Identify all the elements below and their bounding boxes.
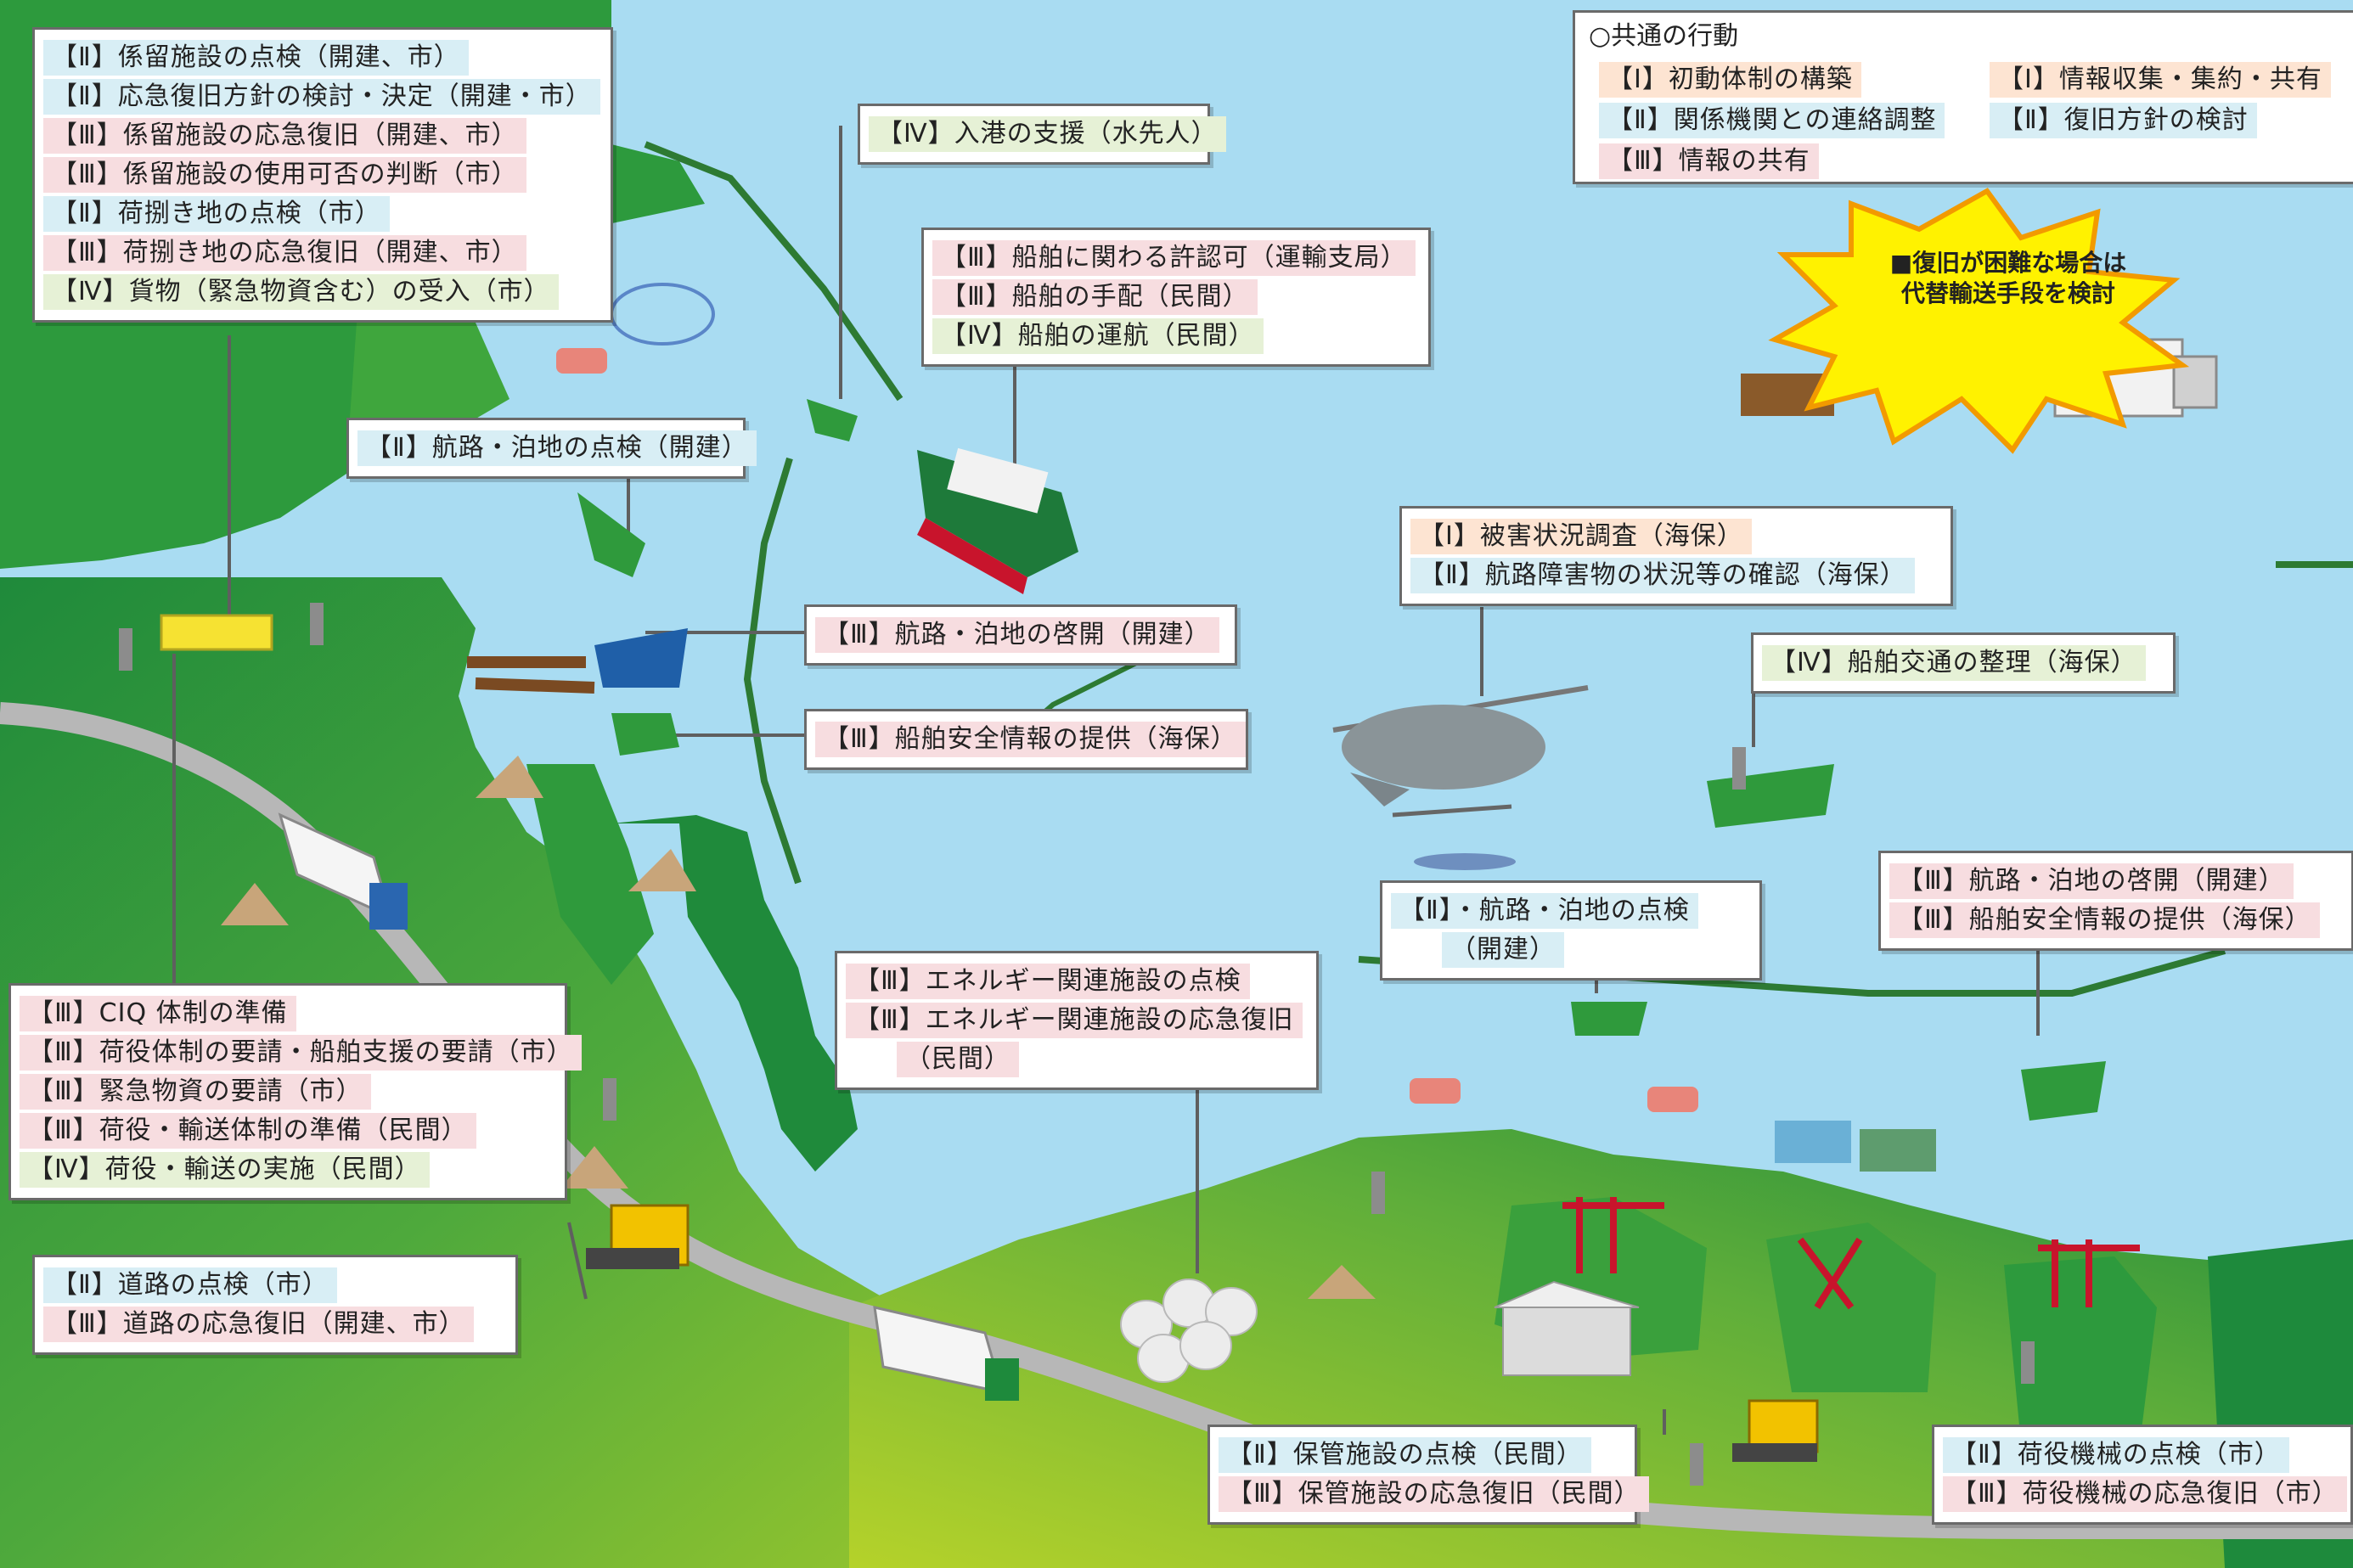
task-label: 【Ⅲ】荷役・輸送体制の準備（民間） [20,1113,476,1149]
warehouse [1494,1280,1640,1376]
task-label: 【Ⅲ】係留施設の使用可否の判断（市） [43,157,526,193]
task-label: 【Ⅲ】船舶安全情報の提供（海保） [1889,902,2320,938]
driftwood-logs [467,656,595,694]
task-label: 【Ⅰ】被害状況調査（海保） [1410,519,1752,554]
mooring-facilities-box: 【Ⅱ】係留施設の点検（開建、市） 【Ⅱ】応急復旧方針の検討・決定（開建・市） 【… [32,27,613,323]
task-label: （民間） [897,1042,1019,1077]
bulldozer-left [586,1204,690,1269]
task-label: 【Ⅱ】航路障害物の状況等の確認（海保） [1410,558,1915,593]
road-inspection-box: 【Ⅱ】道路の点検（市） 【Ⅲ】道路の応急復旧（開建、市） [32,1255,518,1355]
legend-item: 【Ⅲ】情報の共有 [1599,143,1819,179]
workers [119,603,2035,1486]
task-label: 【Ⅱ】航路・泊地の点検（開建） [357,430,757,466]
task-label: 【Ⅳ】入港の支援（水先人） [869,116,1226,152]
ship-safety-info-box: 【Ⅲ】船舶安全情報の提供（海保） [804,709,1248,770]
task-label: 【Ⅲ】船舶の手配（民間） [932,279,1258,315]
task-label: 【Ⅱ】荷役機械の点検（市） [1943,1437,2289,1473]
task-label: 【Ⅲ】緊急物資の要請（市） [20,1074,371,1110]
containers-floating-2 [1860,1129,1936,1172]
task-label: 【Ⅲ】船舶に関わる許認可（運輸支局） [932,240,1416,276]
breakwater-1 [644,141,903,402]
legend-title: ○共通の行動 [1589,21,1739,51]
legend-item: 【Ⅰ】情報収集・集約・共有 [1990,62,2331,98]
work-boat-crane [594,628,688,688]
ciq-cargo-handling-box: 【Ⅲ】CIQ 体制の準備 【Ⅲ】荷役体制の要請・船舶支援の要請（市） 【Ⅲ】緊急… [8,983,582,1200]
legend-item: 【Ⅱ】復旧方針の検討 [1990,103,2257,138]
channel-inspection-box: 【Ⅱ】航路・泊地の点検（開建） [346,418,757,479]
boat-4 [1571,1002,1647,1036]
bulldozer-right [1732,1399,1819,1462]
cargo-ship [917,447,1078,594]
alternative-transport-burst [1768,188,2190,454]
truck-bottom [873,1306,1019,1401]
task-label: 【Ⅲ】エネルギー関連施設の点検 [846,964,1250,999]
pilot-support-box: 【Ⅳ】入港の支援（水先人） [858,104,1226,165]
task-label: 【Ⅲ】道路の応急復旧（開建、市） [43,1307,474,1342]
task-label: 【Ⅱ】保管施設の点検（民間） [1219,1437,1591,1473]
helicopter [1332,685,1589,870]
task-label: 【Ⅲ】荷役体制の要請・船舶支援の要請（市） [20,1035,582,1071]
cars [556,348,1698,1112]
damage-survey-box: 【Ⅰ】被害状況調査（海保） 【Ⅱ】航路障害物の状況等の確認（海保） [1399,506,1953,606]
boat-5 [2021,1061,2106,1121]
alternative-line-1: ■復旧が困難な場合は [1889,249,2127,277]
boat-2 [611,713,679,756]
task-label: （開建） [1442,932,1564,968]
cargo-handling-machinery-box: 【Ⅱ】荷役機械の点検（市） 【Ⅲ】荷役機械の応急復旧（市） [1932,1425,2353,1525]
task-label: 【Ⅳ】貨物（緊急物資含む）の受入（市） [43,274,559,310]
breakwater-2 [743,457,802,885]
task-label: 【Ⅲ】船舶安全情報の提供（海保） [815,722,1246,757]
legend-box: ○共通の行動 【Ⅰ】初動体制の構築 【Ⅰ】情報収集・集約・共有 【Ⅱ】関係機関と… [1573,10,2353,184]
task-label: 【Ⅱ】・航路・泊地の点検 [1391,893,1698,929]
task-label: 【Ⅱ】荷捌き地の点検（市） [43,196,390,232]
task-label: 【Ⅱ】応急復旧方針の検討・決定（開建・市） [43,79,600,115]
energy-facilities-box: 【Ⅲ】エネルギー関連施設の点検 【Ⅲ】エネルギー関連施設の応急復旧 （民間） [835,951,1319,1090]
task-label: 【Ⅱ】道路の点検（市） [43,1267,337,1303]
task-label: 【Ⅲ】係留施設の応急復旧（開建、市） [43,118,526,154]
task-label: 【Ⅲ】荷役機械の応急復旧（市） [1943,1476,2347,1512]
task-label: 【Ⅳ】荷役・輸送の実施（民間） [20,1152,430,1188]
task-label: 【Ⅲ】航路・泊地の啓開（開建） [1889,863,2294,899]
legend-item: 【Ⅱ】関係機関との連絡調整 [1599,103,1945,138]
ship-traffic-box: 【Ⅳ】船舶交通の整理（海保） [1751,632,2176,694]
task-label: 【Ⅲ】CIQ 体制の準備 [20,996,296,1031]
task-label: 【Ⅲ】エネルギー関連施設の応急復旧 [846,1003,1303,1038]
legend-item: 【Ⅰ】初動体制の構築 [1599,62,1861,98]
mid-channel-box: 【Ⅱ】・航路・泊地の点検 （開建） [1380,880,1762,981]
ship-arrangement-box: 【Ⅲ】船舶に関わる許認可（運輸支局） 【Ⅲ】船舶の手配（民間） 【Ⅳ】船舶の運航… [921,228,1431,367]
rubble-piles [221,756,1376,1299]
boat-1 [577,492,645,577]
truck-left [278,812,408,930]
task-label: 【Ⅲ】荷捌き地の応急復旧（開建、市） [43,235,526,271]
channel-opening-box: 【Ⅲ】航路・泊地の啓開（開建） [804,604,1237,666]
pier-left [611,815,858,1172]
cargo-pallets [160,614,273,651]
storage-tanks [1120,1279,1258,1383]
alternative-transport-note: ■復旧が困難な場合は 代替輸送手段を検討 [1851,248,2165,309]
right-channel-box: 【Ⅲ】航路・泊地の啓開（開建） 【Ⅲ】船舶安全情報の提供（海保） [1878,851,2353,951]
pier-left-2 [526,764,654,985]
task-label: 【Ⅳ】船舶の運航（民間） [932,318,1264,354]
alternative-line-2: 代替輸送手段を検討 [1900,279,2115,307]
boat-6 [807,399,858,441]
task-label: 【Ⅲ】保管施設の応急復旧（民間） [1219,1476,1649,1512]
task-label: 【Ⅱ】係留施設の点検（開建、市） [43,40,469,76]
pier-bottom-3 [2004,1256,2157,1443]
containers-floating-1 [1775,1121,1851,1163]
storage-facilities-box: 【Ⅱ】保管施設の点検（民間） 【Ⅲ】保管施設の応急復旧（民間） [1207,1425,1649,1525]
task-label: 【Ⅲ】航路・泊地の啓開（開建） [815,617,1219,653]
task-label: 【Ⅳ】船舶交通の整理（海保） [1762,645,2146,681]
cranes [1562,1197,2140,1310]
